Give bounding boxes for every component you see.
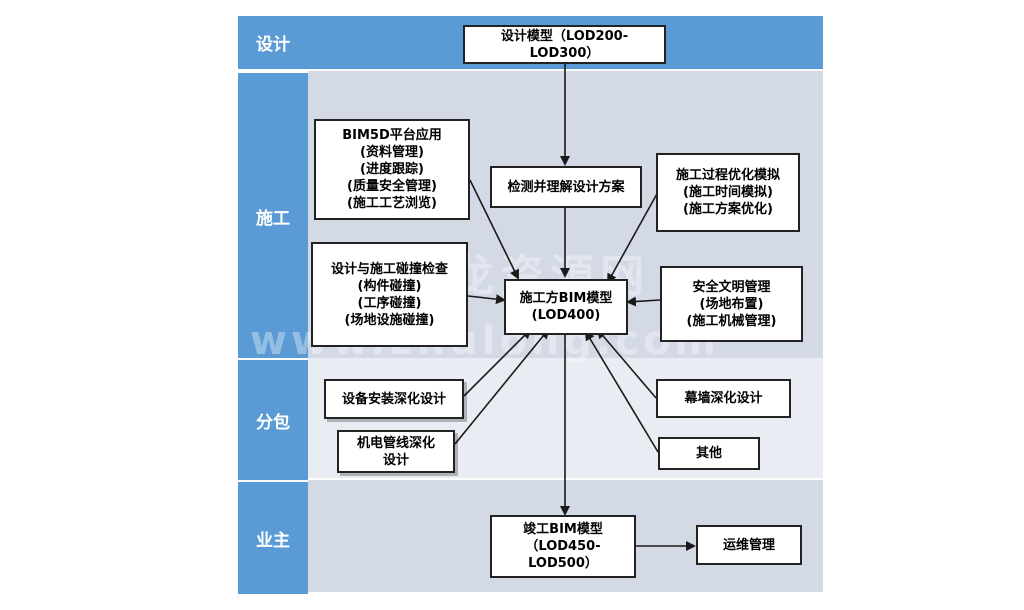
safety-management-box: 安全文明管理 (场地布置) (施工机械管理)	[660, 266, 803, 342]
contractor-bim-model-box: 施工方BIM模型 (LOD400)	[504, 279, 628, 335]
arrow-safety-to-model	[626, 296, 661, 307]
clash-check-box: 设计与施工碰撞检查 (构件碰撞) (工序碰撞) (场地设施碰撞)	[311, 242, 468, 347]
arrow-equipment-to-model	[463, 328, 532, 397]
design-model-box: 设计模型（LOD200- LOD300）	[463, 25, 666, 64]
om-management-box: 运维管理	[696, 525, 802, 565]
bim5d-platform-box: BIM5D平台应用 (资料管理) (进度跟踪) (质量安全管理) (施工工艺浏览…	[314, 119, 470, 220]
arrow-clash-to-model	[467, 294, 506, 305]
asbuilt-bim-model-box: 竣工BIM模型 （LOD450- LOD500）	[490, 515, 636, 578]
arrow-process-to-model	[607, 191, 659, 284]
lane-label-construction: 施工	[238, 71, 308, 360]
mep-design-box: 机电管线深化 设计	[337, 430, 455, 473]
lane-label-subcontract: 分包	[238, 358, 308, 480]
equipment-design-box: 设备安装深化设计	[324, 379, 464, 419]
lane-label-design: 设计	[238, 16, 308, 69]
process-simulation-box: 施工过程优化模拟 (施工时间模拟) (施工方案优化)	[656, 153, 800, 232]
arrow-mep-to-model	[454, 328, 550, 445]
curtain-wall-box: 幕墙深化设计	[656, 379, 791, 418]
other-box: 其他	[658, 437, 760, 470]
lane-label-owner: 业主	[238, 480, 308, 594]
arrow-curtain-to-model	[596, 328, 657, 399]
arrow-other-to-model	[584, 330, 659, 453]
arrow-bim5d-to-model	[469, 179, 519, 280]
check-design-box: 检测并理解设计方案	[490, 166, 642, 208]
